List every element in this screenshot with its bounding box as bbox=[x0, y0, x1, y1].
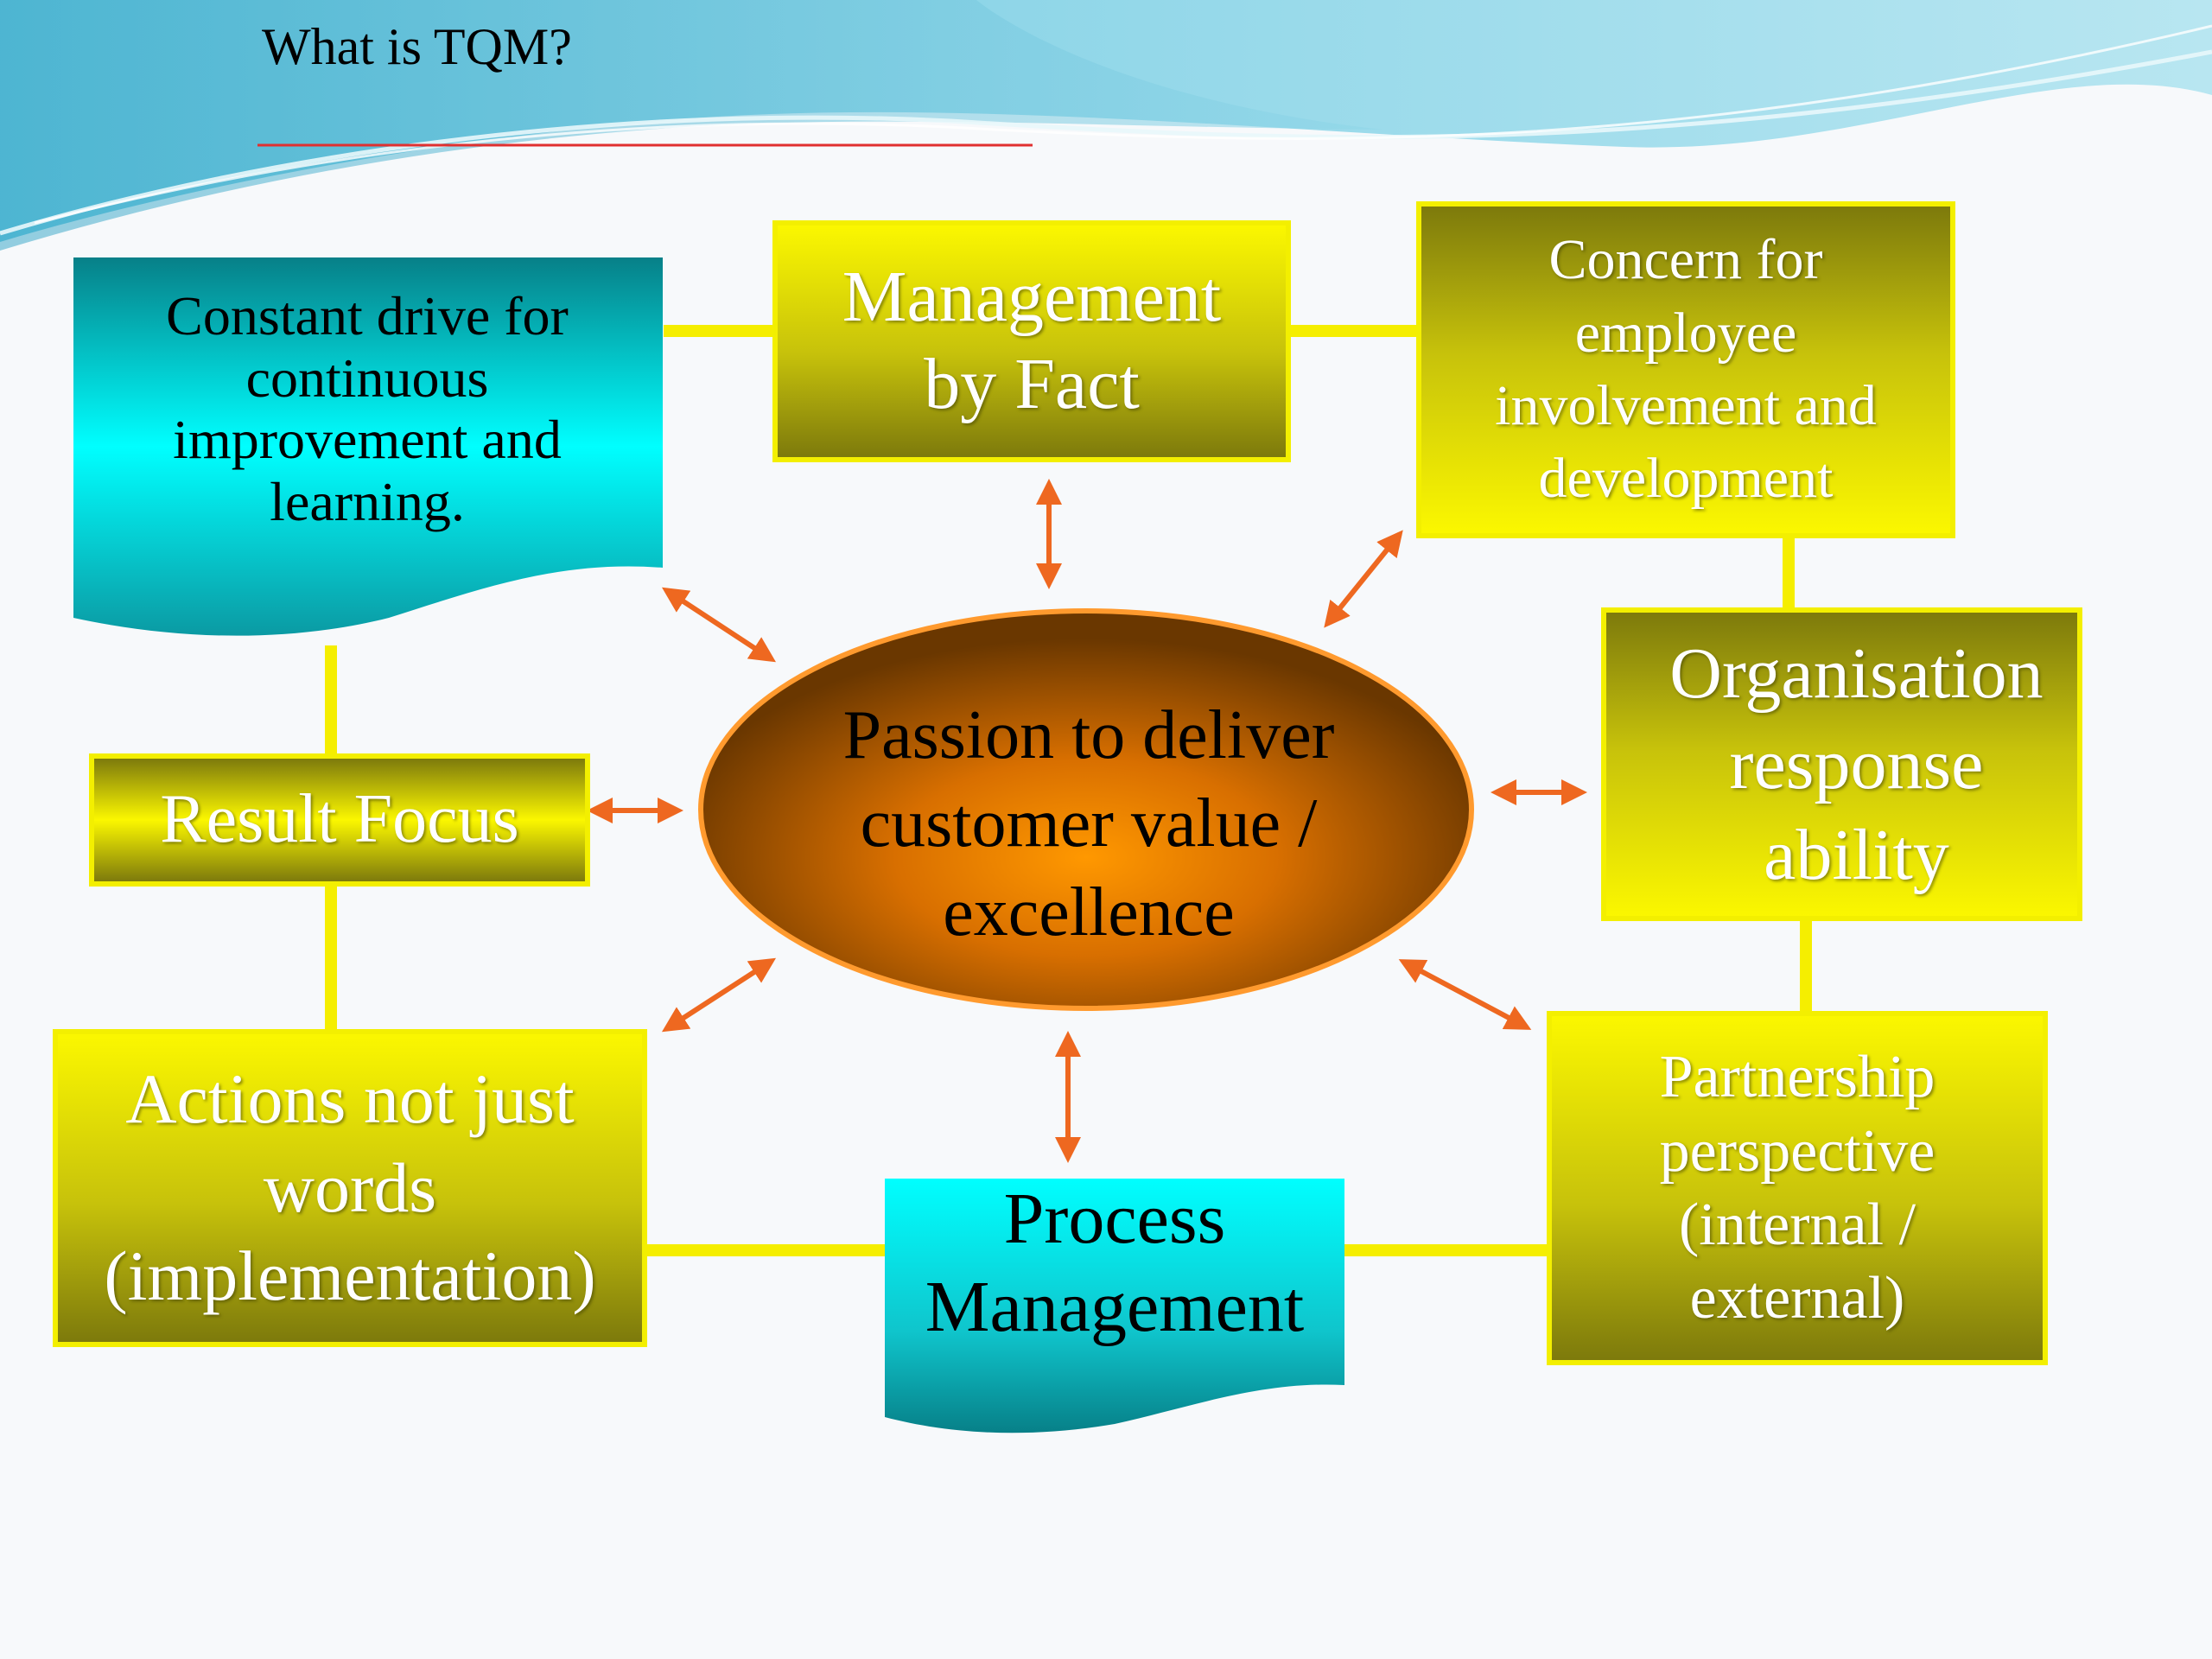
arrow-partnership bbox=[1398, 959, 1532, 1030]
actions-label: Actions not just words (implementation) bbox=[104, 1059, 596, 1316]
arrow-continuous-improvement bbox=[661, 587, 777, 663]
management-by-fact-box: Management by Fact bbox=[772, 220, 1291, 462]
employee-involvement-box: Concern for employee involvement and dev… bbox=[1416, 201, 1955, 538]
arrows bbox=[587, 479, 1587, 1163]
header-wave-line bbox=[0, 49, 2212, 236]
arrow-actions bbox=[661, 957, 777, 1033]
organisation-response-box: Organisation response ability bbox=[1601, 607, 2082, 921]
central-label: Passion to deliver customer value / exce… bbox=[842, 697, 1335, 950]
central-ellipse bbox=[698, 608, 1474, 1011]
process-management-label: Process Management bbox=[925, 1179, 1305, 1348]
organisation-response-label: Organisation response ability bbox=[1669, 633, 2044, 895]
header-wave-line-2 bbox=[34, 24, 2212, 225]
actions-box: Actions not just words (implementation) bbox=[53, 1029, 647, 1347]
process-management-box bbox=[885, 1179, 1344, 1433]
slide-title: What is TQM? bbox=[262, 18, 572, 75]
continuous-improvement-label: Constant drive for continuous improvemen… bbox=[166, 285, 569, 533]
continuous-improvement-box bbox=[73, 257, 663, 636]
arrow-employee-involvement bbox=[1324, 530, 1403, 628]
employee-involvement-label: Concern for employee involvement and dev… bbox=[1495, 228, 1877, 511]
result-focus-box: Result Focus bbox=[89, 753, 590, 887]
management-by-fact-label: Management by Fact bbox=[842, 257, 1222, 424]
result-focus-label: Result Focus bbox=[160, 781, 519, 858]
partnership-label: Partnership perspective (internal / exte… bbox=[1659, 1044, 1936, 1332]
partnership-box: Partnership perspective (internal / exte… bbox=[1547, 1011, 2048, 1365]
connector-lines bbox=[325, 325, 1812, 1256]
